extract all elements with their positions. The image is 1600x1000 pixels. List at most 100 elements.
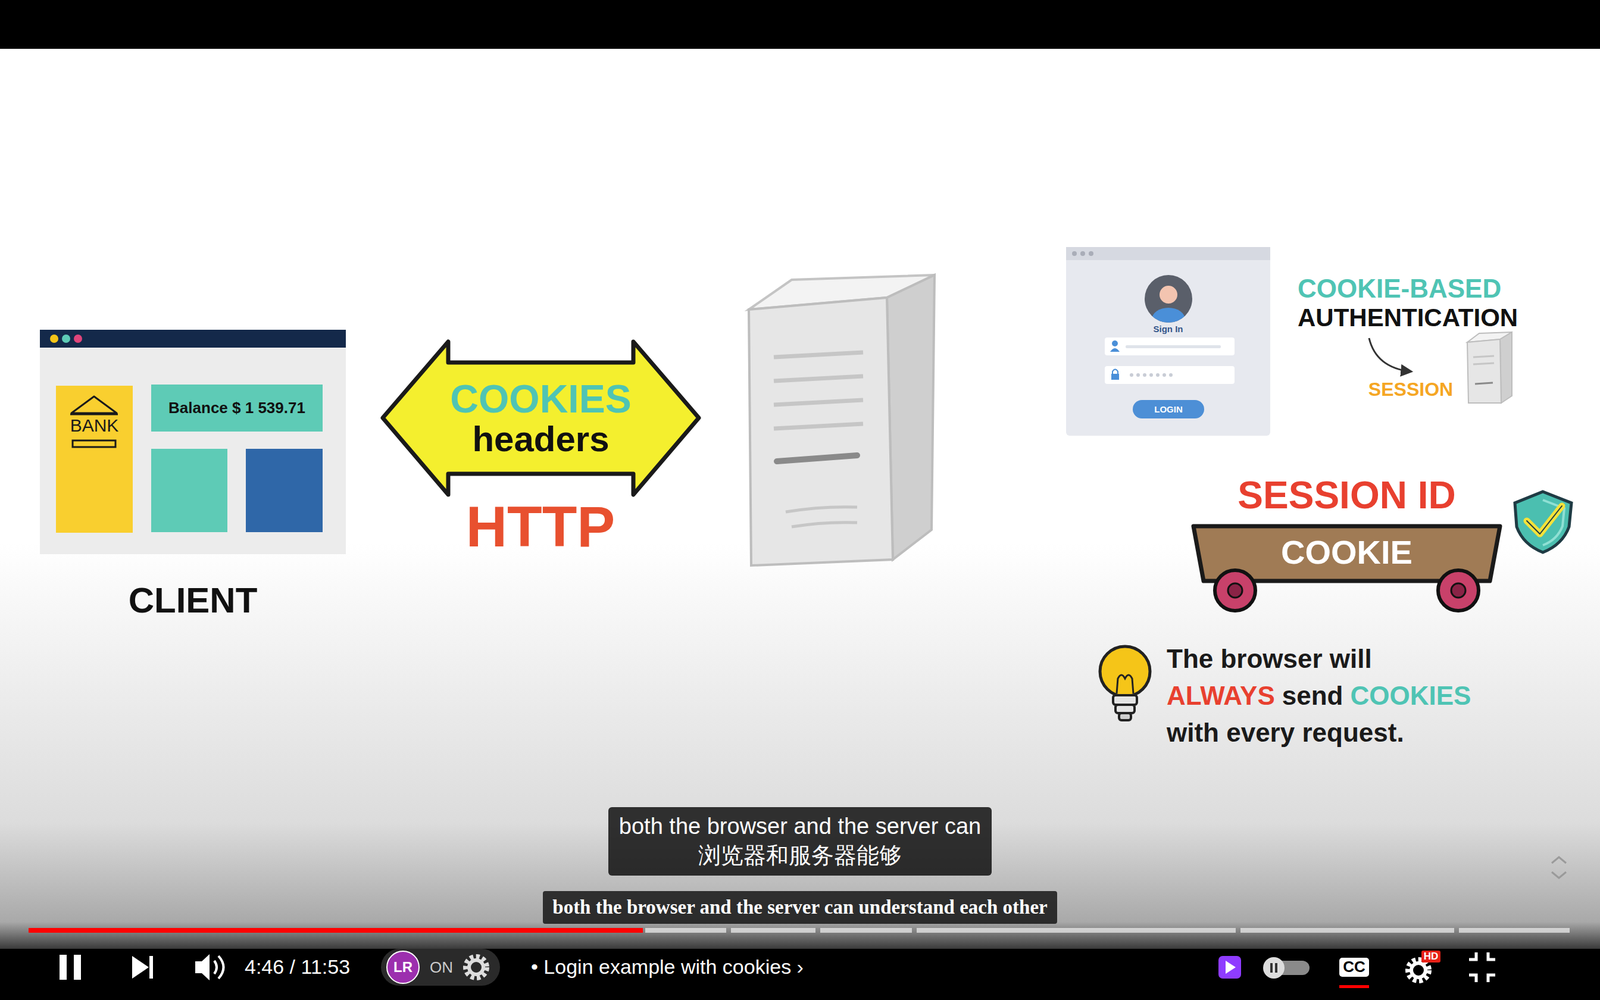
bank-label: BANK (55, 415, 133, 437)
username-field (1104, 337, 1235, 356)
protocol-label: HTTP (466, 494, 616, 560)
bank-panel: BANK (55, 385, 133, 533)
window-dots (39, 329, 100, 348)
settings-gear (1411, 963, 1426, 978)
subtitle-box: both the browser and the server can浏览器和服… (608, 807, 992, 876)
player-controls (59, 948, 1496, 989)
light-bulb (1100, 646, 1150, 721)
autoplay-app-icon (1218, 955, 1242, 979)
autoplay-toggle-knob (1270, 963, 1273, 973)
server-front (748, 297, 893, 566)
window-dot (1072, 251, 1077, 256)
lock-icon (1111, 373, 1120, 380)
auth-heading: COOKIE-BASED (1297, 273, 1502, 305)
captions-button: CC (1339, 957, 1370, 977)
server-vent (773, 423, 864, 429)
side-chevrons (1551, 857, 1567, 878)
subtitle-box: both the browser and the server can unde… (542, 891, 1057, 924)
window-title-bar (39, 329, 346, 348)
autoplay-toggle-knob (1263, 957, 1285, 979)
settings-gear (469, 960, 484, 975)
bank-base (72, 440, 116, 448)
chapter-title: • Login example with cookies › (530, 955, 804, 979)
auth-heading: AUTHENTICATION (1297, 303, 1518, 333)
session-cookie-cart: SESSION IDCOOKIE (1193, 523, 1500, 590)
pause-icon (73, 954, 81, 980)
login-window: Sign In LOGIN (1066, 247, 1271, 436)
server-side (886, 275, 935, 560)
window-dot (1080, 251, 1086, 256)
next-icon (132, 955, 149, 979)
settings-gear (465, 956, 487, 978)
server-vent (773, 400, 864, 405)
subtitle-line: both the browser and the server can (619, 811, 981, 842)
cart-heading: SESSION ID (1169, 476, 1524, 515)
bank-roof (71, 396, 117, 414)
bank-icon (55, 385, 133, 533)
user-icon (1111, 340, 1118, 347)
arrow-title: COOKIES (450, 378, 631, 420)
server-base-lines (785, 507, 858, 527)
extension-logo-text: LR (393, 958, 413, 976)
autoplay-app-icon (1225, 960, 1236, 974)
tip-text: The browser will (1166, 644, 1373, 675)
extension-status: ON (429, 958, 453, 977)
exit-fullscreen-icon (1469, 952, 1496, 983)
password-dot (1162, 373, 1167, 377)
sign-in-text: Sign In (1066, 323, 1271, 334)
time-display: 4:46 / 11:53 (244, 955, 350, 979)
progress-segment (1458, 927, 1570, 933)
password-dot (1142, 373, 1147, 377)
arrow-subtitle: headers (472, 420, 609, 458)
tip-emphasis: COOKIES (1350, 680, 1471, 712)
server-drive-slot (776, 455, 858, 462)
progress-segment (730, 927, 816, 933)
password-dot (1136, 373, 1140, 377)
cart-wheel (1214, 570, 1256, 611)
progress-segment (916, 927, 1236, 933)
subtitle-line: both the browser and the server can unde… (552, 894, 1048, 921)
window-dot (61, 334, 71, 343)
password-dot (1129, 373, 1134, 377)
server-vent (773, 376, 864, 381)
window-dot (73, 334, 83, 343)
window-dot (50, 334, 59, 343)
extension-logo (386, 951, 420, 984)
tip-text: send (1282, 680, 1344, 712)
login-button: LOGIN (1132, 400, 1205, 419)
password-dot (1149, 373, 1153, 377)
password-dot (1155, 373, 1160, 377)
progress-bar (28, 927, 1570, 933)
button-text: LOGIN (1154, 404, 1183, 415)
session-arrow (1369, 338, 1411, 372)
content-tile (151, 448, 228, 533)
server-vent (773, 352, 864, 358)
video-area (0, 48, 1600, 949)
tip-emphasis: ALWAYS (1166, 680, 1275, 712)
double-arrow: COOKIESheaders (382, 341, 699, 495)
volume-icon (214, 955, 224, 979)
password-field (1104, 366, 1235, 384)
balance-text: Balance $ 1 539.71 (168, 399, 306, 418)
double-arrow-outline (382, 341, 699, 495)
bank-roof-line (70, 413, 118, 416)
settings-gear (1407, 959, 1430, 981)
progress-segment (645, 927, 727, 933)
avatar-head (1159, 285, 1178, 304)
cart-text: COOKIE (1280, 533, 1413, 572)
extension-pill (380, 948, 500, 986)
client-label: CLIENT (4, 579, 382, 621)
next-icon (149, 955, 153, 979)
password-dot (1169, 373, 1173, 377)
progress-played (28, 927, 643, 933)
captions-on-bar (1339, 985, 1370, 989)
balance-box: Balance $ 1 539.71 (151, 384, 323, 432)
small-server (1467, 332, 1512, 403)
progress-segment (1240, 927, 1455, 933)
pause-icon (59, 954, 67, 980)
session-label: SESSION (1368, 378, 1453, 401)
user-icon (1110, 348, 1120, 352)
cart-wheel (1438, 570, 1479, 611)
